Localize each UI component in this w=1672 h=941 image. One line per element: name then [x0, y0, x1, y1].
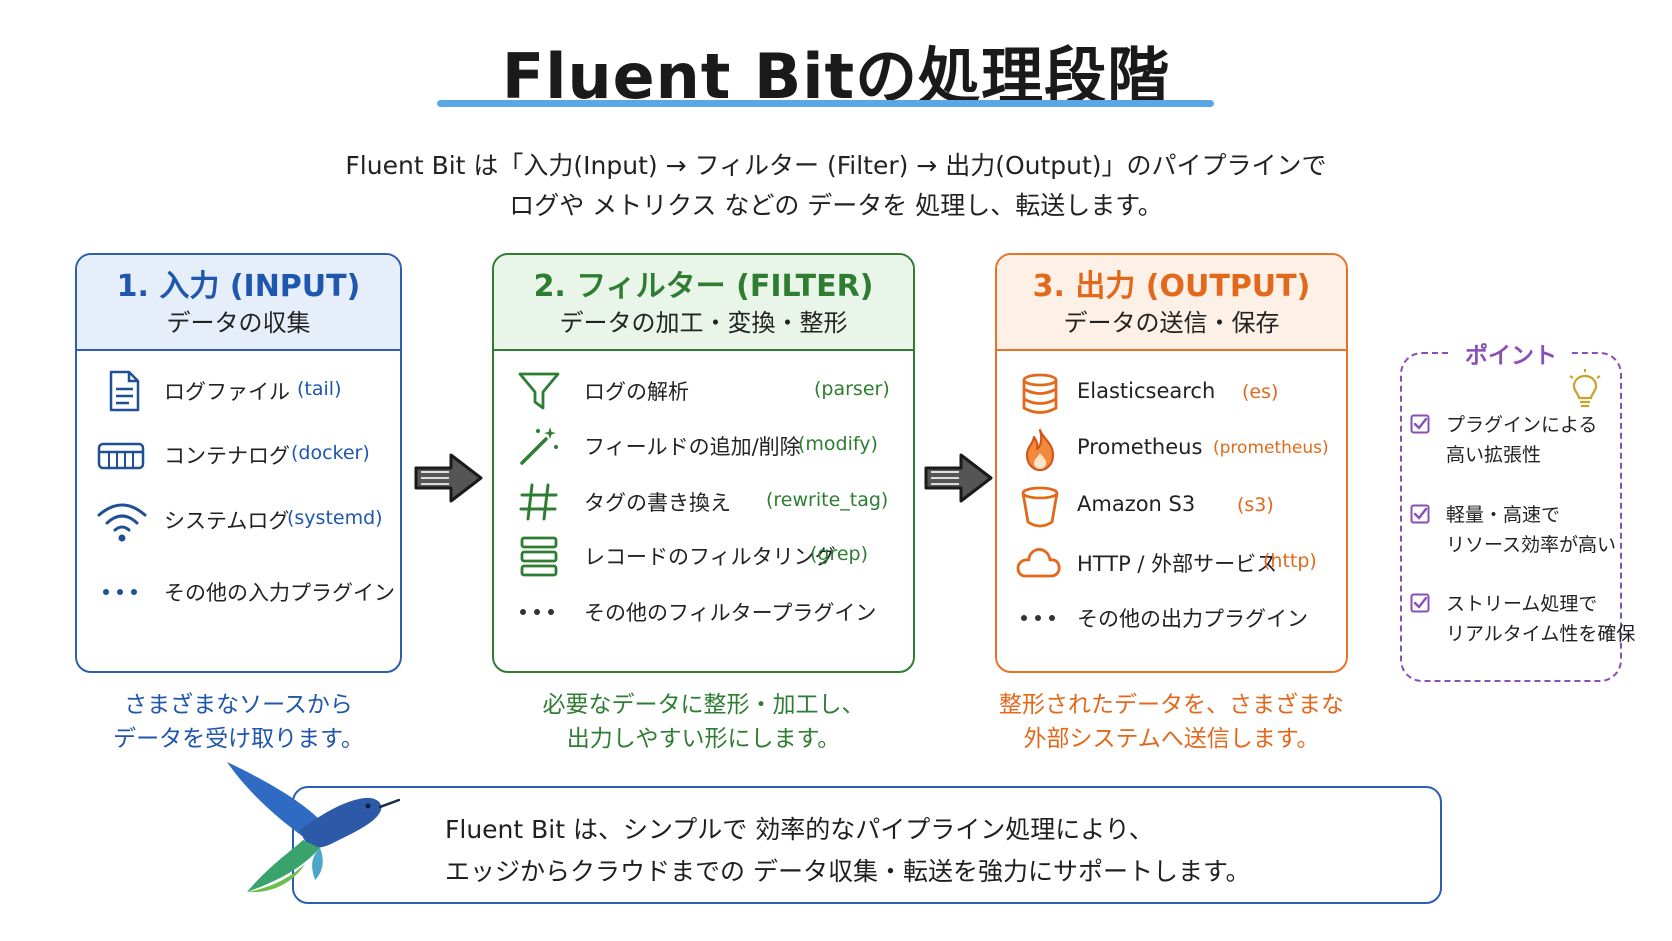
filter-item-modify: フィールドの追加/削除 (modify): [494, 421, 913, 471]
output-stage-card: 3. 出力 (OUTPUT) データの送信・保存 Elasticsearch (…: [995, 253, 1348, 673]
database-icon: [1022, 373, 1058, 414]
point-text: 軽量・高速で: [1446, 504, 1561, 526]
output-item-s3: Amazon S3 (s3): [997, 482, 1346, 532]
input-caption: さまざまなソースから データを受け取ります。: [75, 688, 402, 756]
point-text: リアルタイム性を確保: [1446, 623, 1636, 645]
item-label: その他の出力プラグイン: [1077, 607, 1308, 631]
item-tag: (s3): [1237, 494, 1274, 516]
wifi-icon: [97, 503, 147, 542]
item-tag: (grep): [810, 543, 869, 565]
point-text: リソース効率が高い: [1446, 534, 1617, 556]
lightbulb-icon: [1569, 369, 1601, 408]
item-label: ログの解析: [584, 380, 689, 404]
point-item: プラグインによる 高い拡張性: [1410, 410, 1620, 474]
magic-wand-icon: [520, 427, 558, 465]
checkbox-checked-icon: [1410, 593, 1430, 613]
point-item: ストリーム処理で リアルタイム性を確保: [1410, 589, 1635, 653]
title-underline: [437, 100, 1214, 107]
caption-line: 出力しやすい形にします。: [566, 726, 841, 752]
item-tag: (rewrite_tag): [766, 489, 889, 511]
bucket-icon: [1021, 486, 1059, 528]
item-label: その他の入力プラグイン: [164, 581, 395, 605]
input-item-other: その他の入力プラグイン: [77, 567, 400, 617]
flow-arrow-icon: [924, 453, 993, 503]
filter-item-grep: レコードのフィルタリング (grep): [494, 531, 913, 581]
document-icon: [109, 370, 140, 412]
funnel-icon: [518, 372, 560, 410]
item-tag: (modify): [798, 433, 878, 455]
output-stage-subtitle: データの送信・保存: [1063, 309, 1280, 337]
input-stage-header: 1. 入力 (INPUT) データの収集: [77, 255, 400, 351]
ellipsis-icon: [103, 589, 137, 595]
item-label: Amazon S3: [1077, 492, 1196, 516]
output-item-prometheus: Prometheus (prometheus): [997, 425, 1346, 475]
item-tag: (prometheus): [1213, 438, 1329, 458]
caption-line: 必要なデータに整形・加工し、: [542, 692, 865, 718]
caption-line: 外部システムへ送信します。: [1023, 726, 1320, 752]
summary-line-2: エッジからクラウドまでの データ収集・転送を強力にサポートします。: [445, 857, 1251, 886]
item-tag: (parser): [814, 378, 890, 400]
output-item-other: その他の出力プラグイン: [997, 593, 1346, 643]
output-stage-title: 3. 出力 (OUTPUT): [1032, 269, 1311, 304]
output-stage-header: 3. 出力 (OUTPUT) データの送信・保存: [997, 255, 1346, 351]
filter-stage-header: 2. フィルター (FILTER) データの加工・変換・整形: [494, 255, 913, 351]
output-caption: 整形されたデータを、さまざまな 外部システムへ送信します。: [970, 688, 1373, 756]
item-label: システムログ: [164, 509, 290, 533]
filter-caption: 必要なデータに整形・加工し、 出力しやすい形にします。: [492, 688, 915, 756]
input-stage-title: 1. 入力 (INPUT): [116, 269, 361, 304]
item-label: HTTP / 外部サービス: [1077, 552, 1278, 576]
filter-item-parser: ログの解析 (parser): [494, 366, 913, 416]
intro-line-2: ログや メトリクス などの データを 処理し、転送します。: [509, 191, 1163, 220]
hummingbird-logo-icon: [227, 762, 400, 893]
filter-item-other: その他のフィルタープラグイン: [494, 587, 913, 637]
item-label: Prometheus: [1077, 435, 1203, 459]
input-stage-subtitle: データの収集: [166, 309, 311, 337]
item-tag: (docker): [291, 442, 370, 464]
point-item: 軽量・高速で リソース効率が高い: [1410, 500, 1620, 564]
points-title: ポイント: [1452, 336, 1570, 370]
item-tag: (tail): [297, 378, 342, 400]
item-label: その他のフィルタープラグイン: [584, 601, 877, 625]
filter-item-rewrite-tag: タグの書き換え (rewrite_tag): [494, 477, 913, 527]
ellipsis-icon: [520, 609, 554, 615]
point-text: ストリーム処理で: [1446, 593, 1598, 615]
item-tag: (systemd): [287, 507, 383, 529]
summary-box: [292, 786, 1442, 904]
output-item-http: HTTP / 外部サービス (http): [997, 538, 1346, 588]
item-label: フィールドの追加/削除: [584, 435, 801, 459]
flame-icon: [1025, 428, 1055, 472]
cloud-icon: [1016, 548, 1061, 578]
container-icon: [97, 442, 145, 470]
checkbox-checked-icon: [1410, 504, 1430, 524]
point-text: プラグインによる: [1446, 414, 1598, 436]
item-label: Elasticsearch: [1077, 379, 1216, 403]
item-label: ログファイル: [164, 380, 290, 404]
caption-line: 整形されたデータを、さまざまな: [999, 692, 1344, 718]
hash-icon: [519, 483, 558, 521]
input-item-docker: コンテナログ (docker): [77, 430, 400, 480]
intro-line-1: Fluent Bit は「入力(Input) → フィルター (Filter) …: [345, 151, 1327, 180]
item-label: コンテナログ: [164, 444, 290, 468]
item-label: レコードのフィルタリング: [584, 545, 836, 569]
output-item-es: Elasticsearch (es): [997, 369, 1346, 419]
filter-stage-card: 2. フィルター (FILTER) データの加工・変換・整形 ログの解析 (pa…: [492, 253, 915, 673]
records-icon: [520, 536, 558, 577]
filter-stage-subtitle: データの加工・変換・整形: [559, 309, 848, 337]
flow-arrow-icon: [414, 453, 483, 503]
input-item-systemd: システムログ (systemd): [77, 495, 400, 545]
item-tag: (http): [1263, 550, 1317, 572]
filter-stage-title: 2. フィルター (FILTER): [533, 269, 874, 304]
caption-line: データを受け取ります。: [113, 726, 364, 752]
ellipsis-icon: [1021, 615, 1055, 621]
item-tag: (es): [1242, 381, 1279, 403]
point-text: 高い拡張性: [1446, 444, 1542, 466]
item-label: タグの書き換え: [584, 491, 731, 515]
caption-line: さまざまなソースから: [124, 692, 353, 718]
input-item-tail: ログファイル (tail): [77, 366, 400, 416]
checkbox-checked-icon: [1410, 414, 1430, 434]
summary-line-1: Fluent Bit は、シンプルで 効率的なパイプライン処理により、: [445, 815, 1154, 844]
input-stage-card: 1. 入力 (INPUT) データの収集 ログファイル (tail) コンテナロ…: [75, 253, 402, 673]
